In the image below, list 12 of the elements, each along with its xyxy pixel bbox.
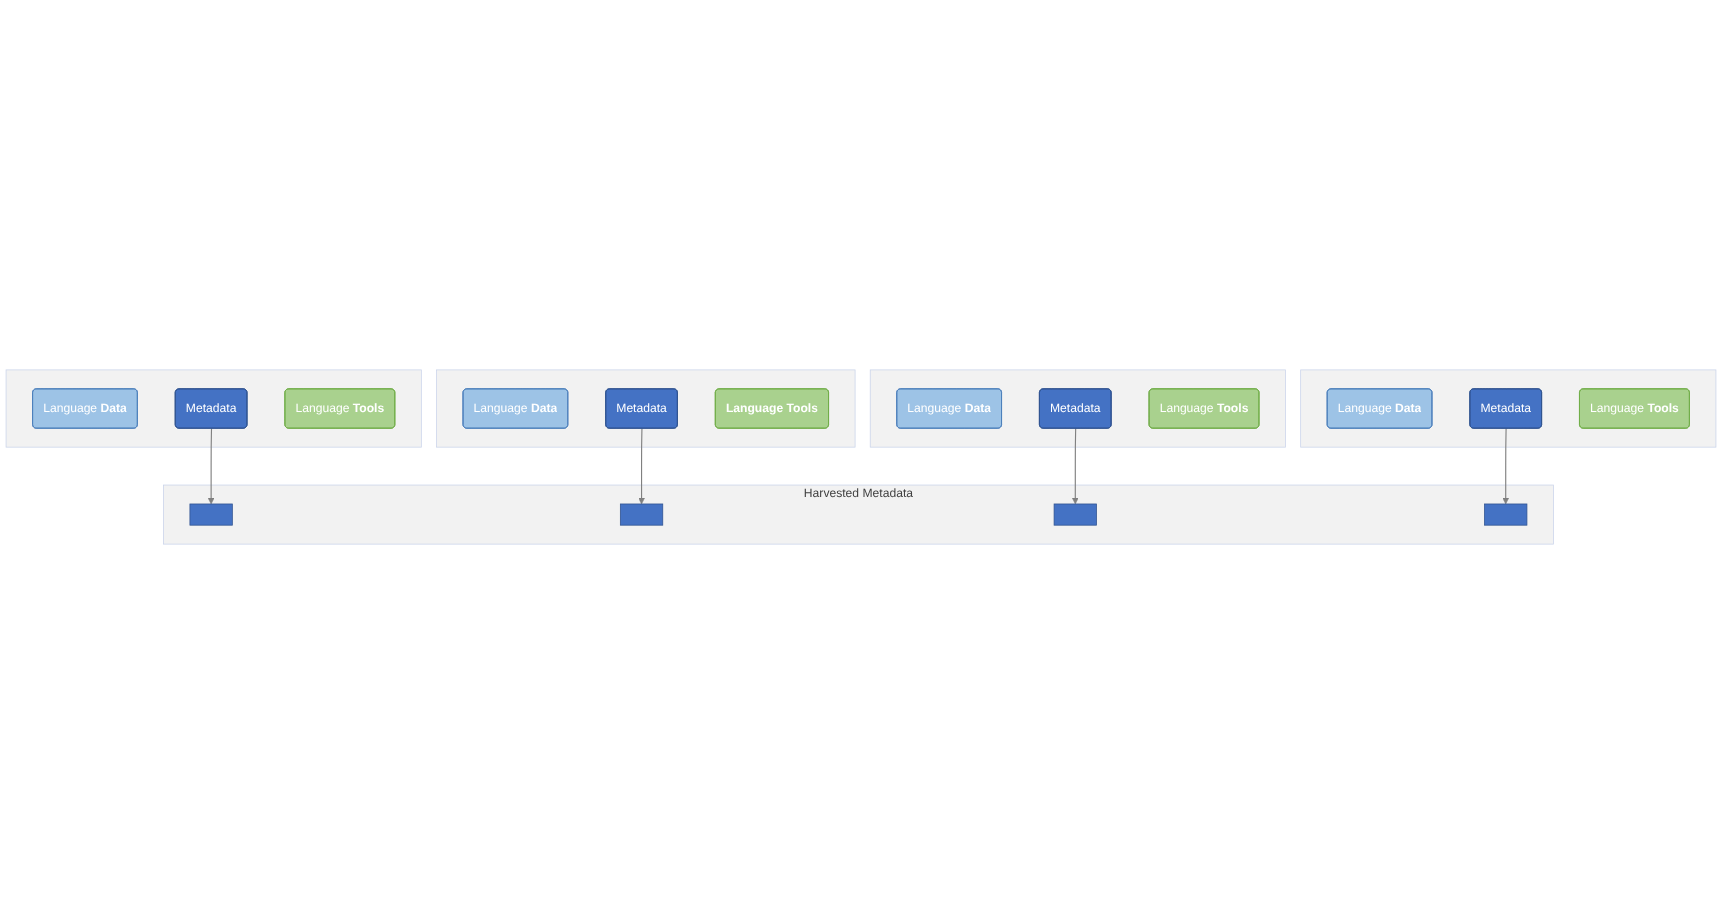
cluster xyxy=(436,369,856,448)
arrow xyxy=(1502,428,1510,505)
arrow xyxy=(638,428,645,505)
node-box xyxy=(619,503,664,526)
node-box xyxy=(1484,503,1528,526)
arrow xyxy=(207,428,215,505)
arrow xyxy=(1071,428,1079,505)
cluster xyxy=(869,369,1286,448)
cluster xyxy=(1300,369,1717,448)
node-box xyxy=(1053,503,1097,526)
cluster xyxy=(5,369,422,448)
node-box xyxy=(189,503,233,526)
